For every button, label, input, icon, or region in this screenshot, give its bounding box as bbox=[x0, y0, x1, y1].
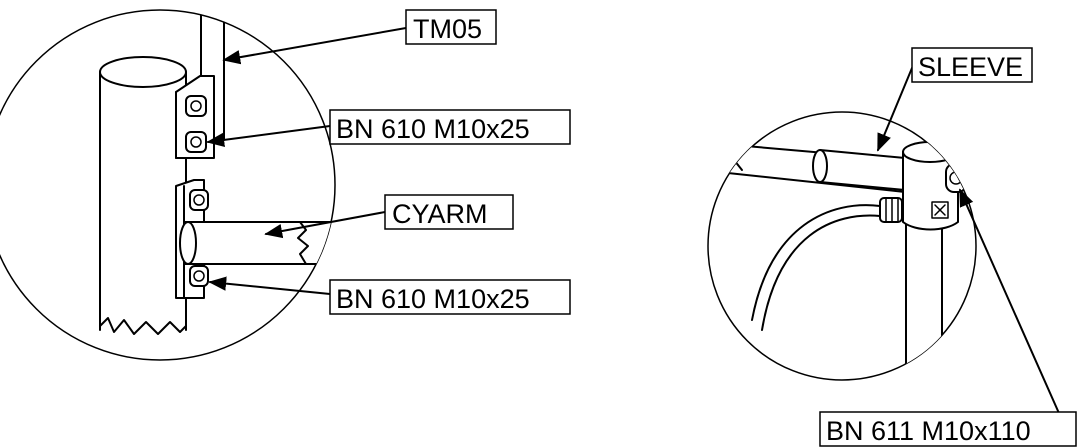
label-bolt-lower-text: BN 610 M10x25 bbox=[336, 284, 530, 314]
label-tm05-text: TM05 bbox=[413, 14, 482, 44]
label-cyarm-text: CYARM bbox=[392, 199, 488, 229]
sleeve-member bbox=[812, 149, 906, 191]
leader-bolt-upper bbox=[206, 125, 331, 148]
leader-sleeve bbox=[877, 67, 913, 152]
left-detail-circle bbox=[0, 9, 336, 361]
leader-bolt-sleeve bbox=[959, 188, 1063, 421]
right-detail-view: SLEEVE BN 611 M10x110 bbox=[707, 47, 1077, 447]
upper-bracket bbox=[175, 75, 215, 159]
cable-edge bbox=[761, 214, 881, 331]
label-bolt-upper: BN 610 M10x25 bbox=[329, 109, 571, 145]
label-bolt-sleeve-text: BN 611 M10x110 bbox=[826, 416, 1031, 446]
vertical-pole bbox=[905, 214, 943, 380]
main-pole bbox=[99, 56, 187, 335]
leader-cyarm bbox=[264, 211, 386, 239]
cable-gland bbox=[879, 197, 903, 223]
label-bolt-upper-text: BN 610 M10x25 bbox=[336, 114, 530, 144]
leader-tm05 bbox=[222, 27, 407, 65]
leader-bolt-lower bbox=[208, 276, 331, 295]
right-detail-circle bbox=[707, 111, 977, 381]
clamp-block bbox=[902, 141, 967, 231]
label-tm05: TM05 bbox=[405, 9, 497, 45]
label-bolt-sleeve: BN 611 M10x110 bbox=[819, 411, 1077, 447]
label-bolt-lower: BN 610 M10x25 bbox=[329, 279, 571, 315]
cyarm-member bbox=[179, 221, 335, 265]
cable bbox=[751, 204, 881, 321]
left-detail-view: TM05 BN 610 M10x25 CYARM BN 610 M10x25 bbox=[0, 9, 571, 361]
label-sleeve: SLEEVE bbox=[911, 47, 1033, 83]
label-sleeve-text: SLEEVE bbox=[918, 52, 1023, 82]
label-cyarm: CYARM bbox=[384, 194, 514, 230]
